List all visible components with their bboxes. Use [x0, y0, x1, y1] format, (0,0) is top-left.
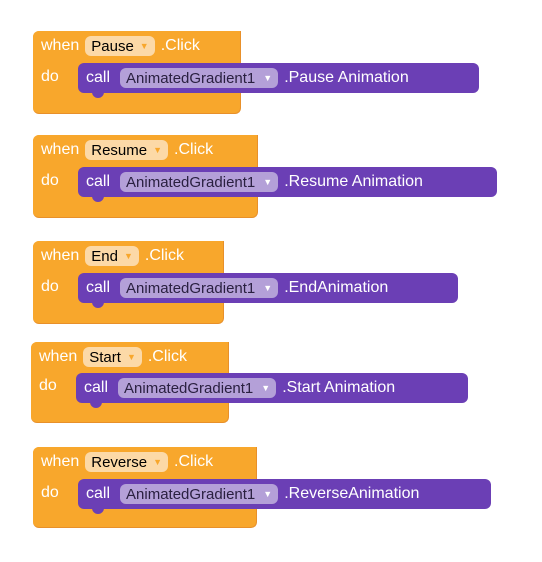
chevron-down-icon: ▼: [263, 73, 273, 83]
chevron-down-icon: ▼: [263, 283, 273, 293]
chevron-down-icon: ▼: [123, 251, 133, 261]
chevron-down-icon: ▼: [261, 383, 271, 393]
when-label: when: [41, 37, 80, 54]
when-label: when: [41, 141, 80, 158]
block-notch: [90, 402, 102, 408]
call-block[interactable]: call AnimatedGradient1 ▼ .Resume Animati…: [78, 167, 497, 202]
event-header: when Reverse ▼ .Click: [33, 447, 256, 477]
click-event-label: .Click: [144, 247, 184, 264]
chevron-down-icon: ▼: [263, 177, 273, 187]
method-label: .ReverseAnimation: [284, 485, 420, 502]
chevron-down-icon: ▼: [153, 145, 163, 155]
call-label: call: [86, 173, 111, 190]
button-dropdown[interactable]: Start ▼: [83, 347, 142, 367]
click-event-label: .Click: [174, 453, 214, 470]
component-name: AnimatedGradient1: [124, 379, 254, 397]
do-label: do: [41, 172, 59, 189]
method-label: .Resume Animation: [284, 173, 423, 190]
click-event-label: .Click: [147, 348, 187, 365]
component-dropdown[interactable]: AnimatedGradient1 ▼: [120, 484, 279, 504]
call-label: call: [84, 379, 109, 396]
method-label: .EndAnimation: [284, 279, 389, 296]
component-dropdown[interactable]: AnimatedGradient1 ▼: [120, 172, 279, 192]
event-header: when End ▼ .Click: [33, 241, 223, 271]
component-dropdown[interactable]: AnimatedGradient1 ▼: [120, 278, 279, 298]
button-dropdown[interactable]: Reverse ▼: [85, 452, 169, 472]
call-label: call: [86, 279, 111, 296]
do-label: do: [39, 377, 57, 394]
event-header: when Start ▼ .Click: [31, 342, 228, 372]
click-event-label: .Click: [160, 37, 200, 54]
method-label: .Start Animation: [282, 379, 396, 396]
call-block[interactable]: call AnimatedGradient1 ▼ .ReverseAnimati…: [78, 479, 491, 514]
button-dropdown[interactable]: Pause ▼: [85, 36, 155, 56]
call-block[interactable]: call AnimatedGradient1 ▼ .Pause Animatio…: [78, 63, 479, 98]
button-name: Reverse: [91, 453, 148, 471]
component-name: AnimatedGradient1: [126, 173, 256, 191]
button-name: End: [91, 247, 118, 265]
when-label: when: [41, 247, 80, 264]
call-block[interactable]: call AnimatedGradient1 ▼ .Start Animatio…: [76, 373, 468, 408]
block-notch: [92, 92, 104, 98]
button-name: Pause: [91, 37, 134, 55]
do-label: do: [41, 68, 59, 85]
when-label: when: [41, 453, 80, 470]
when-label: when: [39, 348, 78, 365]
call-label: call: [86, 69, 111, 86]
do-label: do: [41, 278, 59, 295]
call-label: call: [86, 485, 111, 502]
chevron-down-icon: ▼: [263, 489, 273, 499]
chevron-down-icon: ▼: [126, 352, 136, 362]
call-block[interactable]: call AnimatedGradient1 ▼ .EndAnimation: [78, 273, 458, 308]
chevron-down-icon: ▼: [153, 457, 163, 467]
component-name: AnimatedGradient1: [126, 279, 256, 297]
block-notch: [92, 196, 104, 202]
event-header: when Pause ▼ .Click: [33, 31, 240, 61]
method-label: .Pause Animation: [284, 69, 409, 86]
component-dropdown[interactable]: AnimatedGradient1 ▼: [120, 68, 279, 88]
component-name: AnimatedGradient1: [126, 485, 256, 503]
block-notch: [92, 302, 104, 308]
click-event-label: .Click: [174, 141, 214, 158]
button-name: Start: [89, 348, 121, 366]
block-notch: [92, 508, 104, 514]
chevron-down-icon: ▼: [139, 41, 149, 51]
button-name: Resume: [91, 141, 148, 159]
component-dropdown[interactable]: AnimatedGradient1 ▼: [118, 378, 277, 398]
button-dropdown[interactable]: End ▼: [85, 246, 139, 266]
button-dropdown[interactable]: Resume ▼: [85, 140, 169, 160]
component-name: AnimatedGradient1: [126, 69, 256, 87]
event-header: when Resume ▼ .Click: [33, 135, 257, 165]
do-label: do: [41, 484, 59, 501]
